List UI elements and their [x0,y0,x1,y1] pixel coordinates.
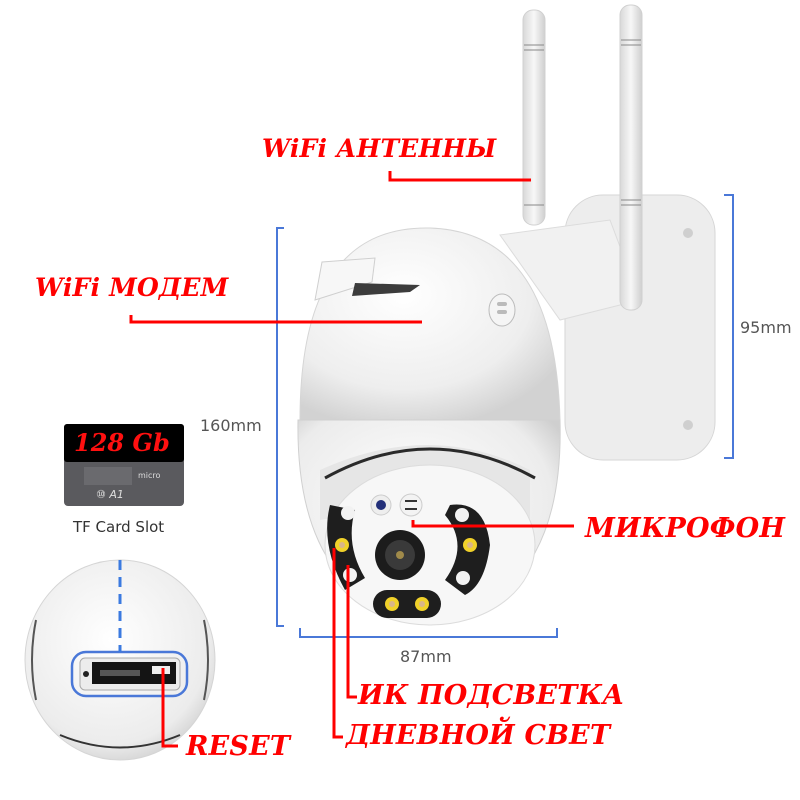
sd-card: micro ⑩ A1 [64,424,184,506]
dimension-lines [276,194,734,638]
callout-ir-light: ИК ПОДСВЕТКА [358,680,625,711]
dimension-mount-height: 95mm [740,318,792,337]
sd-card-capacity: 128 Gb [74,428,170,457]
wall-mount [499,194,716,461]
dimension-height: 160mm [200,416,262,435]
callout-modem: WiFi МОДЕМ [35,273,229,302]
led-bottom [373,590,441,618]
callout-daylight: ДНЕВНОЙ СВЕТ [346,720,611,751]
antennas [522,4,643,311]
svg-text:micro: micro [138,471,161,480]
callout-microphone: МИКРОФОН [585,513,786,544]
microphone [399,493,423,517]
callout-lines [129,171,574,748]
svg-text:⑩ A1: ⑩ A1 [96,488,124,501]
rear-view [24,559,216,761]
tf-card-slot-label: TF Card Slot [73,518,165,536]
dimension-width: 87mm [400,647,452,666]
callout-reset: RESET [186,731,291,762]
callout-antennas: WiFi АНТЕННЫ [262,134,497,163]
